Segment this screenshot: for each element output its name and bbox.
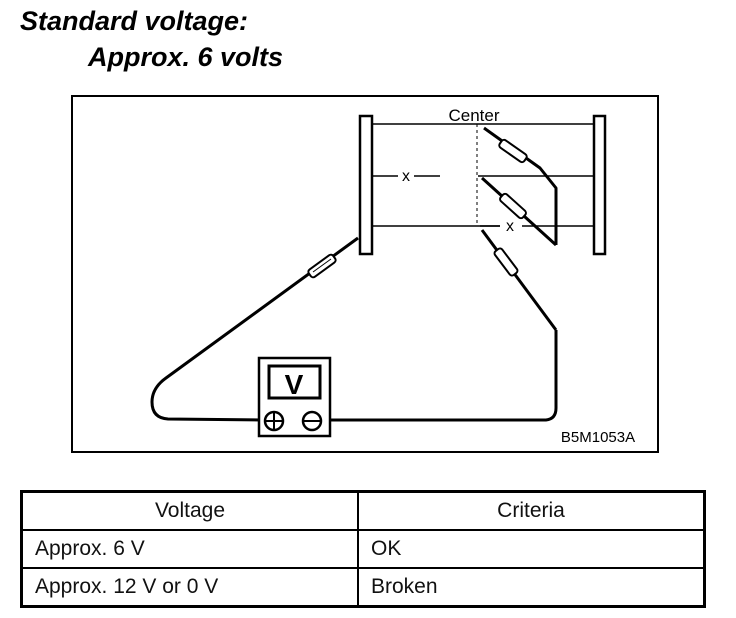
probe-icon [307,138,528,279]
voltmeter-icon: V [257,356,332,438]
table-header-row: Voltage Criteria [20,490,706,531]
plus-terminal-icon [263,410,285,432]
open-mark-2: x [506,218,514,235]
open-mark-1: x [402,168,410,185]
cell-criteria: OK [357,529,706,569]
minus-terminal-icon [301,410,323,432]
heading-approx-volts: Approx. 6 volts [88,42,284,72]
header-criteria: Criteria [357,490,706,531]
center-label: Center [448,106,499,125]
cell-voltage: Approx. 6 V [20,529,359,569]
right-terminal-plate [592,114,607,256]
cell-voltage: Approx. 12 V or 0 V [20,567,359,608]
figure-code: B5M1053A [561,429,635,446]
left-terminal-plate [358,114,374,256]
criteria-table: Voltage Criteria Approx. 6 V OK Approx. … [20,490,706,608]
circuit-diagram: x x Center V [71,95,659,453]
lead-wires [150,126,558,422]
cell-criteria: Broken [357,567,706,608]
table-row: Approx. 12 V or 0 V Broken [20,567,706,608]
meter-label: V [285,369,304,400]
table-row: Approx. 6 V OK [20,529,706,569]
heading-standard-voltage: Standard voltage: [20,6,249,36]
diagram-frame [71,95,659,453]
header-voltage: Voltage [20,490,359,531]
